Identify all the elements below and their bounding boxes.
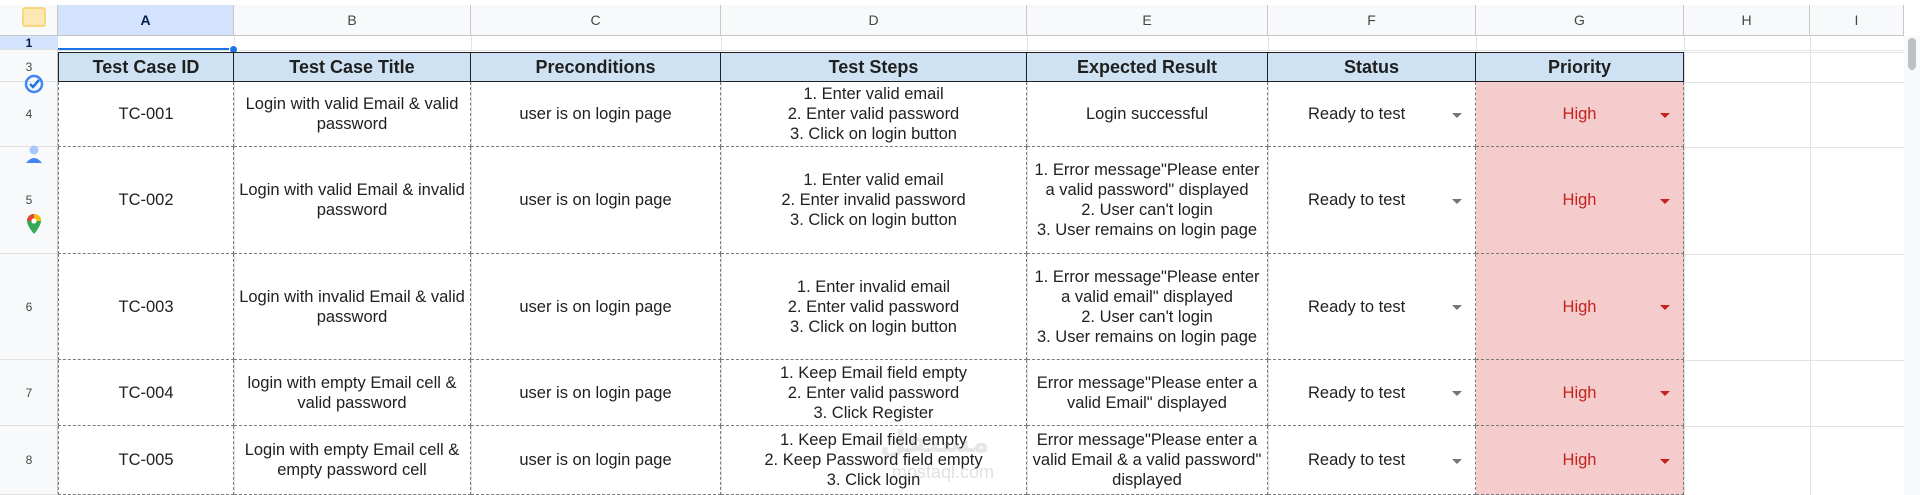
- selected-cell-a1[interactable]: [58, 36, 234, 50]
- dropdown-chevron-icon[interactable]: [1452, 112, 1462, 118]
- cell-expected[interactable]: Error message"Please enter a valid Email…: [1027, 360, 1268, 426]
- column-header-b[interactable]: B: [234, 5, 471, 36]
- row-header-4[interactable]: 4: [0, 82, 58, 147]
- column-header-i[interactable]: I: [1810, 5, 1904, 36]
- cell-expected[interactable]: 1. Error message"Please enter a valid pa…: [1027, 147, 1268, 254]
- gridline-vertical: [1810, 36, 1811, 495]
- cell-steps[interactable]: 1. Enter valid email 2. Enter invalid pa…: [721, 147, 1027, 254]
- row-header-gutter: [0, 36, 58, 495]
- cell-priority[interactable]: High: [1476, 360, 1684, 426]
- cell-steps[interactable]: 1. Keep Email field empty 2. Enter valid…: [721, 360, 1027, 426]
- cell-title[interactable]: Login with valid Email & invalid passwor…: [234, 147, 471, 254]
- gridline-vertical: [471, 36, 472, 495]
- tasks-icon[interactable]: [22, 72, 46, 96]
- gridline-horizontal: [1684, 147, 1904, 148]
- cell-status[interactable]: Ready to test: [1268, 82, 1476, 147]
- cell-expected[interactable]: 1. Error message"Please enter a valid em…: [1027, 254, 1268, 360]
- row-header-3[interactable]: 3: [0, 52, 58, 82]
- cell-status[interactable]: Ready to test: [1268, 426, 1476, 495]
- cell-status[interactable]: Ready to test: [1268, 254, 1476, 360]
- column-header-e[interactable]: E: [1027, 5, 1268, 36]
- watermark-logo: مستقل: [880, 426, 990, 459]
- cell-priority[interactable]: High: [1476, 147, 1684, 254]
- cell-title[interactable]: Login with empty Email cell & empty pass…: [234, 426, 471, 495]
- row-header-6[interactable]: 6: [0, 254, 58, 360]
- column-header-h[interactable]: H: [1684, 5, 1810, 36]
- gridline-vertical: [1027, 36, 1028, 495]
- column-header-c[interactable]: C: [471, 5, 721, 36]
- cell-preconditions[interactable]: user is on login page: [471, 82, 721, 147]
- header-test-case-title[interactable]: Test Case Title: [234, 52, 471, 82]
- cell-preconditions[interactable]: user is on login page: [471, 360, 721, 426]
- cell-title[interactable]: login with empty Email cell & valid pass…: [234, 360, 471, 426]
- cell-id[interactable]: TC-004: [58, 360, 234, 426]
- cell-steps[interactable]: 1. Enter invalid email 2. Enter valid pa…: [721, 254, 1027, 360]
- dropdown-chevron-icon[interactable]: [1660, 391, 1670, 396]
- header-test-steps[interactable]: Test Steps: [721, 52, 1027, 82]
- dropdown-chevron-icon[interactable]: [1660, 198, 1670, 204]
- gridline-vertical: [1268, 36, 1269, 495]
- column-header-g[interactable]: G: [1476, 5, 1684, 36]
- gridline-horizontal: [1684, 426, 1904, 427]
- dropdown-chevron-icon[interactable]: [1452, 198, 1462, 204]
- column-header-a[interactable]: A: [58, 5, 234, 36]
- gridline-vertical: [234, 36, 235, 495]
- watermark-site: mostaql.com: [892, 462, 995, 482]
- column-header-f[interactable]: F: [1268, 5, 1476, 36]
- header-test-case-id[interactable]: Test Case ID: [58, 52, 234, 82]
- dropdown-chevron-icon[interactable]: [1660, 458, 1670, 464]
- cell-priority[interactable]: High: [1476, 426, 1684, 495]
- gridline-vertical: [721, 36, 722, 495]
- row-header-5[interactable]: 5: [0, 147, 58, 254]
- cell-priority[interactable]: High: [1476, 82, 1684, 147]
- vertical-scrollbar-thumb[interactable]: [1908, 38, 1916, 70]
- cell-preconditions[interactable]: user is on login page: [471, 254, 721, 360]
- cell-title[interactable]: Login with invalid Email & valid passwor…: [234, 254, 471, 360]
- keep-notes-icon[interactable]: [22, 7, 46, 27]
- maps-icon[interactable]: [22, 212, 46, 236]
- row-header-1[interactable]: 1: [0, 36, 58, 50]
- cell-status[interactable]: Ready to test: [1268, 147, 1476, 254]
- dropdown-chevron-icon[interactable]: [1452, 391, 1462, 396]
- vertical-scrollbar[interactable]: [1904, 36, 1920, 495]
- gridline-vertical: [1684, 36, 1685, 495]
- select-all-corner[interactable]: [0, 5, 58, 36]
- gridline-horizontal: [1684, 360, 1904, 361]
- cell-id[interactable]: TC-005: [58, 426, 234, 495]
- dropdown-chevron-icon[interactable]: [1452, 458, 1462, 464]
- gridline-horizontal: [58, 50, 1904, 51]
- gridline-horizontal: [1684, 82, 1904, 83]
- dropdown-chevron-icon[interactable]: [1452, 305, 1462, 310]
- header-status[interactable]: Status: [1268, 52, 1476, 82]
- dropdown-chevron-icon[interactable]: [1660, 305, 1670, 310]
- cell-status[interactable]: Ready to test: [1268, 360, 1476, 426]
- cell-id[interactable]: TC-002: [58, 147, 234, 254]
- dropdown-chevron-icon[interactable]: [1660, 112, 1670, 118]
- cell-expected[interactable]: Error message"Please enter a valid Email…: [1027, 426, 1268, 495]
- cell-preconditions[interactable]: user is on login page: [471, 426, 721, 495]
- row-header-7[interactable]: 7: [0, 360, 58, 426]
- cell-priority[interactable]: High: [1476, 254, 1684, 360]
- header-preconditions[interactable]: Preconditions: [471, 52, 721, 82]
- cell-expected[interactable]: Login successful: [1027, 82, 1268, 147]
- cell-steps[interactable]: 1. Enter valid email 2. Enter valid pass…: [721, 82, 1027, 147]
- cell-id[interactable]: TC-003: [58, 254, 234, 360]
- header-expected-result[interactable]: Expected Result: [1027, 52, 1268, 82]
- column-header-d[interactable]: D: [721, 5, 1027, 36]
- cell-title[interactable]: Login with valid Email & valid password: [234, 82, 471, 147]
- gridline-horizontal: [1684, 254, 1904, 255]
- contacts-icon[interactable]: [22, 142, 46, 166]
- cell-id[interactable]: TC-001: [58, 82, 234, 147]
- header-priority[interactable]: Priority: [1476, 52, 1684, 82]
- row-header-8[interactable]: 8: [0, 426, 58, 495]
- cell-preconditions[interactable]: user is on login page: [471, 147, 721, 254]
